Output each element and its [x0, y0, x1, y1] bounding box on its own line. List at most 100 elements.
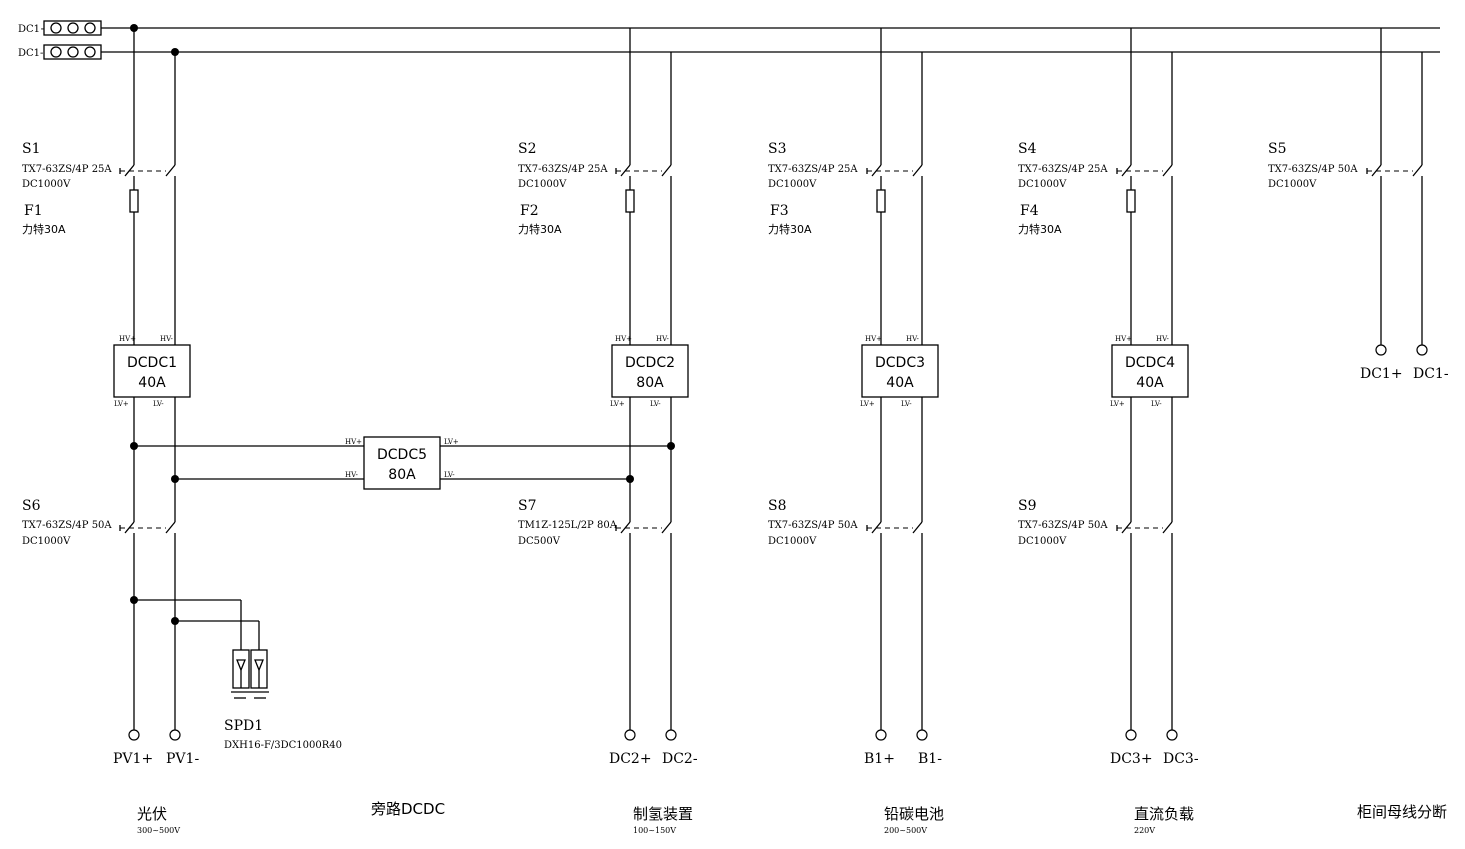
- switch-s6-rating: DC1000V: [22, 536, 71, 547]
- dcdc2-lv-neg: LV-: [650, 400, 661, 408]
- switch-s9-model: TX7-63ZS/4P 50A: [1018, 520, 1108, 531]
- switch-s6-model: TX7-63ZS/4P 50A: [22, 520, 112, 531]
- switch-s1-model: TX7-63ZS/4P 25A: [22, 164, 112, 175]
- switch-s8-model: TX7-63ZS/4P 50A: [768, 520, 858, 531]
- dcdc4-lv-pos: LV+: [1110, 400, 1125, 408]
- dcdc5-lv-neg: LV-: [444, 471, 455, 479]
- switch-s7-rating: DC500V: [518, 536, 561, 547]
- section-pv-name: 光伏: [137, 805, 167, 823]
- dcdc3-lv-neg: LV-: [901, 400, 912, 408]
- section-captions: 光伏 300~500V 旁路DCDC 制氢装置 100~150V 铅碳电池 20…: [137, 800, 1447, 835]
- switch-s3-id: S3: [768, 141, 787, 157]
- terminal-dc3-neg-label: DC3-: [1163, 751, 1199, 767]
- terminal-b1-pos-label: B1+: [864, 751, 895, 767]
- terminal-dc1-pos: [1375, 344, 1387, 356]
- dcdc5-hv-pos: HV+: [345, 438, 362, 446]
- terminal-dc2-pos: [624, 729, 636, 741]
- section-pv-voltage: 300~500V: [137, 826, 180, 835]
- terminal-pv1-neg: [169, 729, 181, 741]
- branch-bypass: HV+ HV- LV+ LV- DCDC5 80A: [130, 436, 675, 490]
- dcdc4-box: [1111, 344, 1189, 398]
- dcdc1-box: [113, 344, 191, 398]
- dcdc5-rating: 80A: [388, 467, 416, 483]
- fuse-f1-id: F1: [24, 203, 43, 219]
- switch-s2-id: S2: [518, 141, 537, 157]
- fuse-f3-id: F3: [770, 203, 789, 219]
- branch-dc-load: S4 TX7-63ZS/4P 25A DC1000V F4 力特30A HV+ …: [1018, 28, 1199, 767]
- bus-pos-connector: [43, 20, 102, 36]
- switch-s9-rating: DC1000V: [1018, 536, 1067, 547]
- dcdc1-hv-pos: HV+: [119, 335, 136, 343]
- dcdc4-hv-pos: HV+: [1115, 335, 1132, 343]
- dcdc5-lv-pos: LV+: [444, 438, 459, 446]
- section-bypass-name: 旁路DCDC: [371, 800, 445, 818]
- dcdc3-box: [861, 344, 939, 398]
- terminal-dc3-pos: [1125, 729, 1137, 741]
- fuse-f1: [129, 189, 139, 213]
- switch-s8-rating: DC1000V: [768, 536, 817, 547]
- switch-s5-model: TX7-63ZS/4P 50A: [1268, 164, 1358, 175]
- terminal-dc2-neg-label: DC2-: [662, 751, 698, 767]
- fuse-f3-spec: 力特30A: [768, 222, 812, 236]
- branch-battery: S3 TX7-63ZS/4P 25A DC1000V F3 力特30A HV+ …: [768, 28, 942, 767]
- dcdc2-rating: 80A: [636, 375, 664, 391]
- switch-s6-id: S6: [22, 498, 41, 514]
- fuse-f2-spec: 力特30A: [518, 222, 562, 236]
- terminal-dc1-neg: [1416, 344, 1428, 356]
- dcdc3-lv-pos: LV+: [860, 400, 875, 408]
- fuse-f2-id: F2: [520, 203, 539, 219]
- dcdc4-rating: 40A: [1136, 375, 1164, 391]
- switch-s1-rating: DC1000V: [22, 179, 71, 190]
- dcdc5-box: [363, 436, 441, 490]
- switch-s7-id: S7: [518, 498, 537, 514]
- section-battery-name: 铅碳电池: [884, 805, 944, 823]
- switch-s4-model: TX7-63ZS/4P 25A: [1018, 164, 1108, 175]
- terminal-pv1-pos-label: PV1+: [113, 751, 153, 767]
- dcdc4-id: DCDC4: [1125, 355, 1175, 371]
- branch-pv: S1 TX7-63ZS/4P 25A DC1000V F1 力特30A HV+ …: [22, 28, 342, 767]
- dcdc4-lv-neg: LV-: [1151, 400, 1162, 408]
- dcdc3-rating: 40A: [886, 375, 914, 391]
- terminal-b1-pos: [875, 729, 887, 741]
- dcdc1-id: DCDC1: [127, 355, 177, 371]
- fuse-f3: [876, 189, 886, 213]
- switch-s5-id: S5: [1268, 141, 1287, 157]
- dc-bus: DC1+ DC1-: [18, 20, 1440, 60]
- section-battery-voltage: 200~500V: [884, 826, 927, 835]
- switch-s9-id: S9: [1018, 498, 1037, 514]
- spd1-symbol: [231, 649, 269, 699]
- switch-s4-id: S4: [1018, 141, 1037, 157]
- switch-s2-rating: DC1000V: [518, 179, 567, 190]
- switch-s7-model: TM1Z-125L/2P 80A: [518, 520, 618, 531]
- terminal-dc2-neg: [665, 729, 677, 741]
- terminal-dc3-pos-label: DC3+: [1110, 751, 1153, 767]
- terminal-pv1-neg-label: PV1-: [166, 751, 199, 767]
- dcdc5-hv-neg: HV-: [345, 471, 359, 479]
- terminal-dc2-pos-label: DC2+: [609, 751, 652, 767]
- spd1-id: SPD1: [224, 718, 263, 734]
- bus-neg-label: DC1-: [18, 48, 43, 59]
- dcdc3-hv-pos: HV+: [865, 335, 882, 343]
- switch-s3-rating: DC1000V: [768, 179, 817, 190]
- terminal-dc3-neg: [1166, 729, 1178, 741]
- section-hydrogen-name: 制氢装置: [633, 805, 693, 823]
- dcdc4-hv-neg: HV-: [1156, 335, 1170, 343]
- dcdc3-hv-neg: HV-: [906, 335, 920, 343]
- dcdc2-lv-pos: LV+: [610, 400, 625, 408]
- dcdc2-id: DCDC2: [625, 355, 675, 371]
- terminal-dc1-neg-label: DC1-: [1413, 366, 1449, 382]
- dcdc1-lv-neg: LV-: [153, 400, 164, 408]
- section-load-name: 直流负载: [1134, 805, 1194, 823]
- terminal-dc1-pos-label: DC1+: [1360, 366, 1403, 382]
- switch-s4-rating: DC1000V: [1018, 179, 1067, 190]
- dcdc2-hv-neg: HV-: [656, 335, 670, 343]
- spd1-model: DXH16-F/3DC1000R40: [224, 740, 342, 751]
- dcdc1-hv-neg: HV-: [160, 335, 174, 343]
- fuse-f2: [625, 189, 635, 213]
- fuse-f4-spec: 力特30A: [1018, 222, 1062, 236]
- fuse-f4: [1126, 189, 1136, 213]
- switch-s2-model: TX7-63ZS/4P 25A: [518, 164, 608, 175]
- switch-s8-id: S8: [768, 498, 787, 514]
- terminal-pv1-pos: [128, 729, 140, 741]
- dcdc1-rating: 40A: [138, 375, 166, 391]
